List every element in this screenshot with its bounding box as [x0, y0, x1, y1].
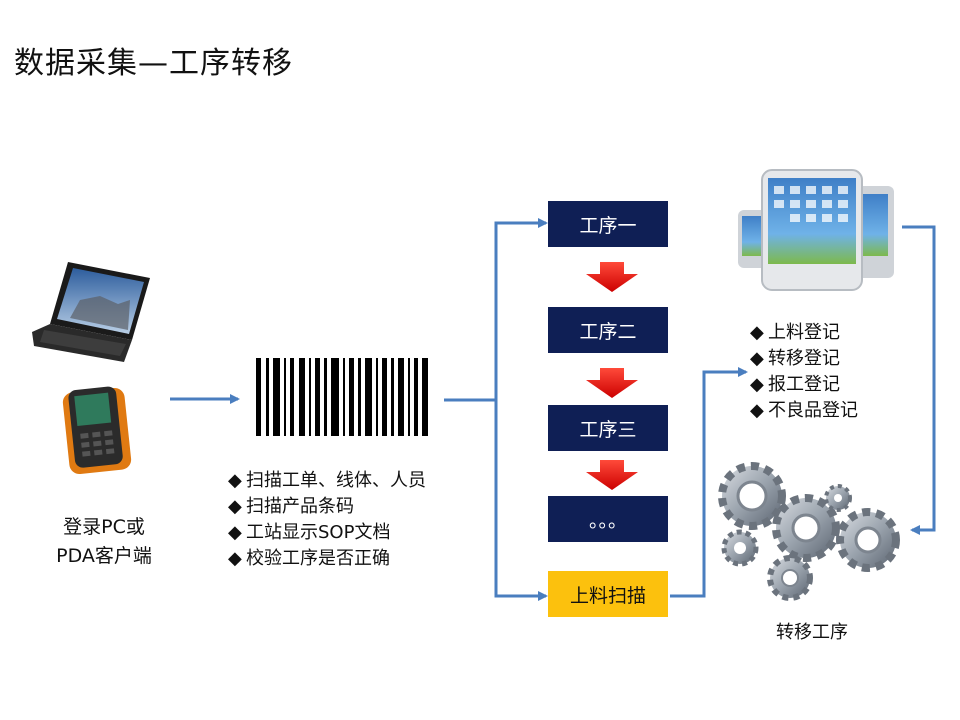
terminal-screens-icon — [738, 169, 894, 291]
list-item: ◆上料登记 — [750, 320, 858, 346]
list-item: ◆校验工序是否正确 — [228, 546, 426, 572]
step-box-2: 工序二 — [548, 307, 668, 353]
step-box-3: 工序三 — [548, 405, 668, 451]
barcode-icon — [256, 358, 428, 436]
gears-icon — [718, 462, 900, 601]
diamond-bullet-icon: ◆ — [228, 496, 242, 517]
diamond-bullet-icon: ◆ — [228, 548, 242, 569]
arrow-to-feed-scan — [494, 400, 548, 601]
page-title: 数据采集—工序转移 — [14, 46, 293, 81]
diamond-bullet-icon: ◆ — [750, 322, 764, 343]
diamond-bullet-icon: ◆ — [750, 348, 764, 369]
device-caption-line-2: PDA客户端 — [56, 545, 152, 567]
diamond-bullet-icon: ◆ — [228, 522, 242, 543]
list-item: ◆报工登记 — [750, 372, 858, 398]
arrow-to-register-list — [670, 367, 748, 598]
red-down-arrow — [586, 368, 638, 398]
list-item: ◆不良品登记 — [750, 398, 858, 424]
diamond-bullet-icon: ◆ — [228, 470, 242, 491]
list-item: ◆扫描产品条码 — [228, 494, 426, 520]
scan-bullet-list: ◆扫描工单、线体、人员 ◆扫描产品条码 ◆工站显示SOP文档 ◆校验工序是否正确 — [228, 468, 426, 572]
step-box-1: 工序一 — [548, 201, 668, 247]
pda-icon — [62, 386, 132, 475]
step-box-ellipsis: 。。。 — [548, 496, 668, 542]
arrow-to-step-1 — [494, 218, 548, 400]
list-item: ◆转移登记 — [750, 346, 858, 372]
gears-caption: 转移工序 — [776, 622, 848, 643]
red-down-arrow — [586, 460, 638, 490]
device-caption: 登录PC或 PDA客户端 — [44, 513, 164, 571]
diamond-bullet-icon: ◆ — [750, 400, 764, 421]
red-down-arrow — [586, 262, 638, 292]
device-caption-line-1: 登录PC或 — [63, 516, 145, 538]
register-bullet-list: ◆上料登记 ◆转移登记 ◆报工登记 ◆不良品登记 — [750, 320, 858, 424]
list-item: ◆工站显示SOP文档 — [228, 520, 426, 546]
arrow-to-gears — [902, 225, 936, 535]
step-box-feed-scan: 上料扫描 — [548, 571, 668, 617]
diamond-bullet-icon: ◆ — [750, 374, 764, 395]
laptop-icon — [32, 262, 150, 362]
list-item: ◆扫描工单、线体、人员 — [228, 468, 426, 494]
